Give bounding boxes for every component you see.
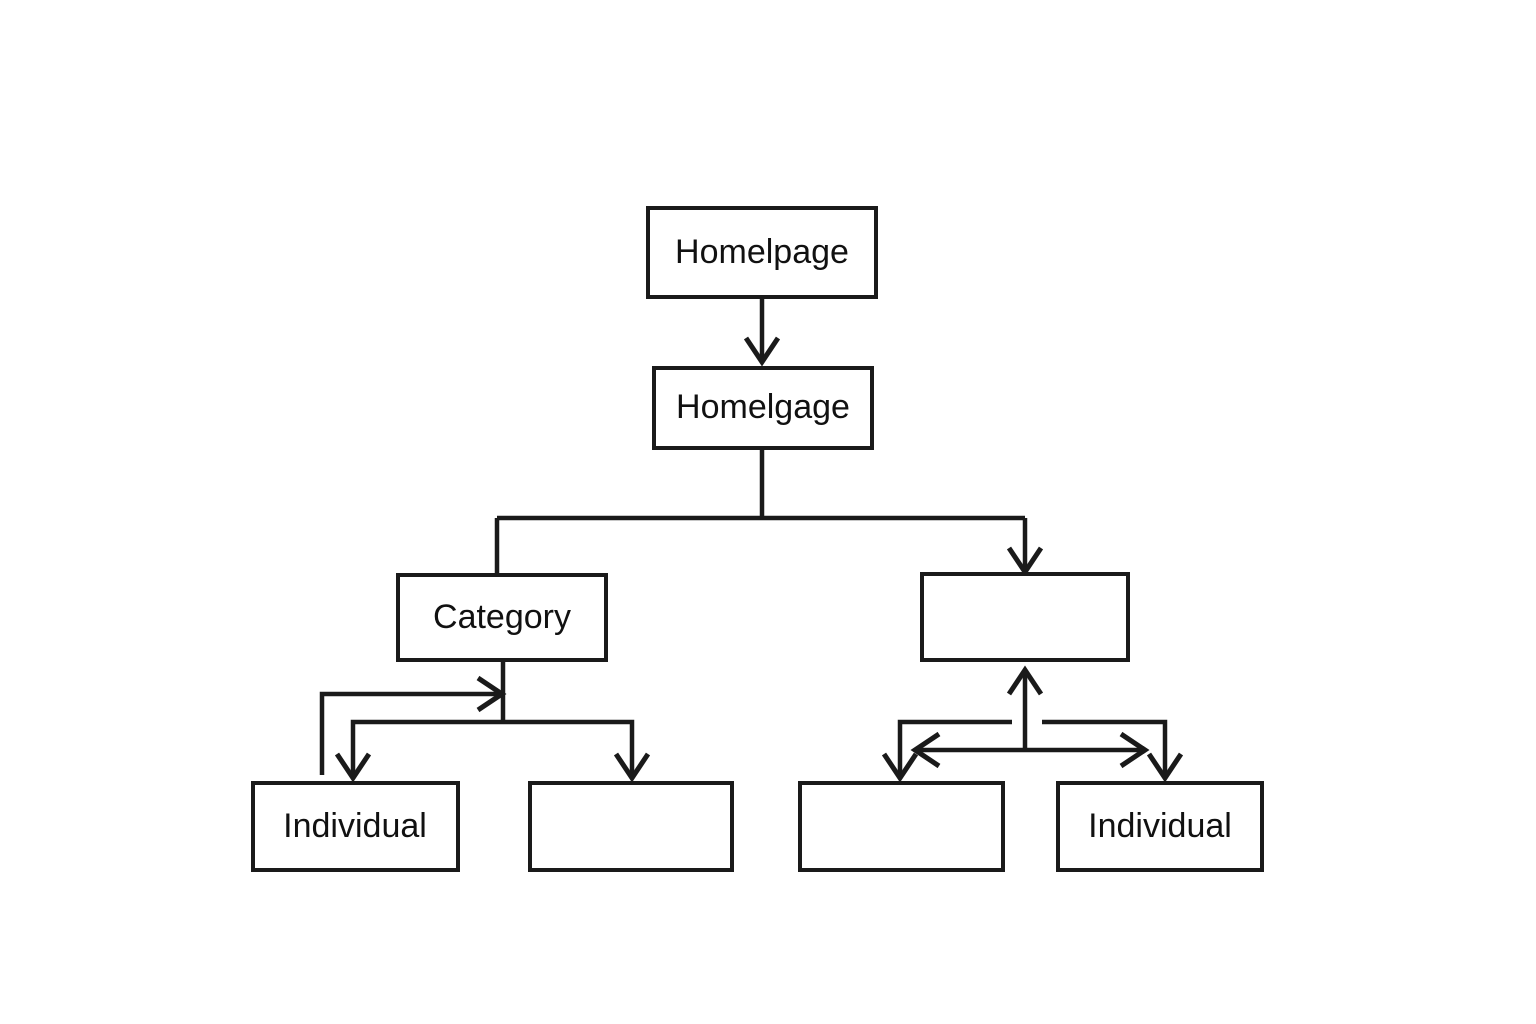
node-homelpage-label: Homelpage	[675, 233, 849, 271]
edge-category-to-individual-left	[334, 719, 503, 783]
node-homelgage[interactable]: Homelgage	[652, 366, 874, 450]
edge-hook-into-category-stem	[319, 675, 507, 775]
edge-category-to-empty-bottom	[503, 719, 651, 783]
edge-up-into-node-right	[1006, 665, 1044, 750]
edge-homelgage-to-node-right	[1006, 518, 1044, 577]
node-empty-bottom-2[interactable]	[528, 781, 734, 872]
node-individual-right[interactable]: Individual	[1056, 781, 1264, 872]
edge-node-right-branch-right	[1042, 719, 1184, 783]
edge-homelgage-trunk	[497, 448, 1025, 521]
node-homelgage-label: Homelgage	[676, 388, 850, 426]
node-empty-bottom-3[interactable]	[798, 781, 1005, 872]
node-homelpage[interactable]: Homelpage	[646, 206, 878, 299]
node-individual-right-label: Individual	[1088, 807, 1232, 845]
edge-node-right-branch-left	[881, 719, 1012, 783]
node-individual-left[interactable]: Individual	[251, 781, 460, 872]
node-empty-mid-right[interactable]	[920, 572, 1130, 662]
edge-bidirectional-bottom-right	[910, 731, 1150, 769]
node-category[interactable]: Category	[396, 573, 608, 662]
node-individual-left-label: Individual	[283, 807, 427, 845]
node-category-label: Category	[433, 598, 571, 636]
edge-homelpage-to-homelgage	[743, 297, 781, 367]
